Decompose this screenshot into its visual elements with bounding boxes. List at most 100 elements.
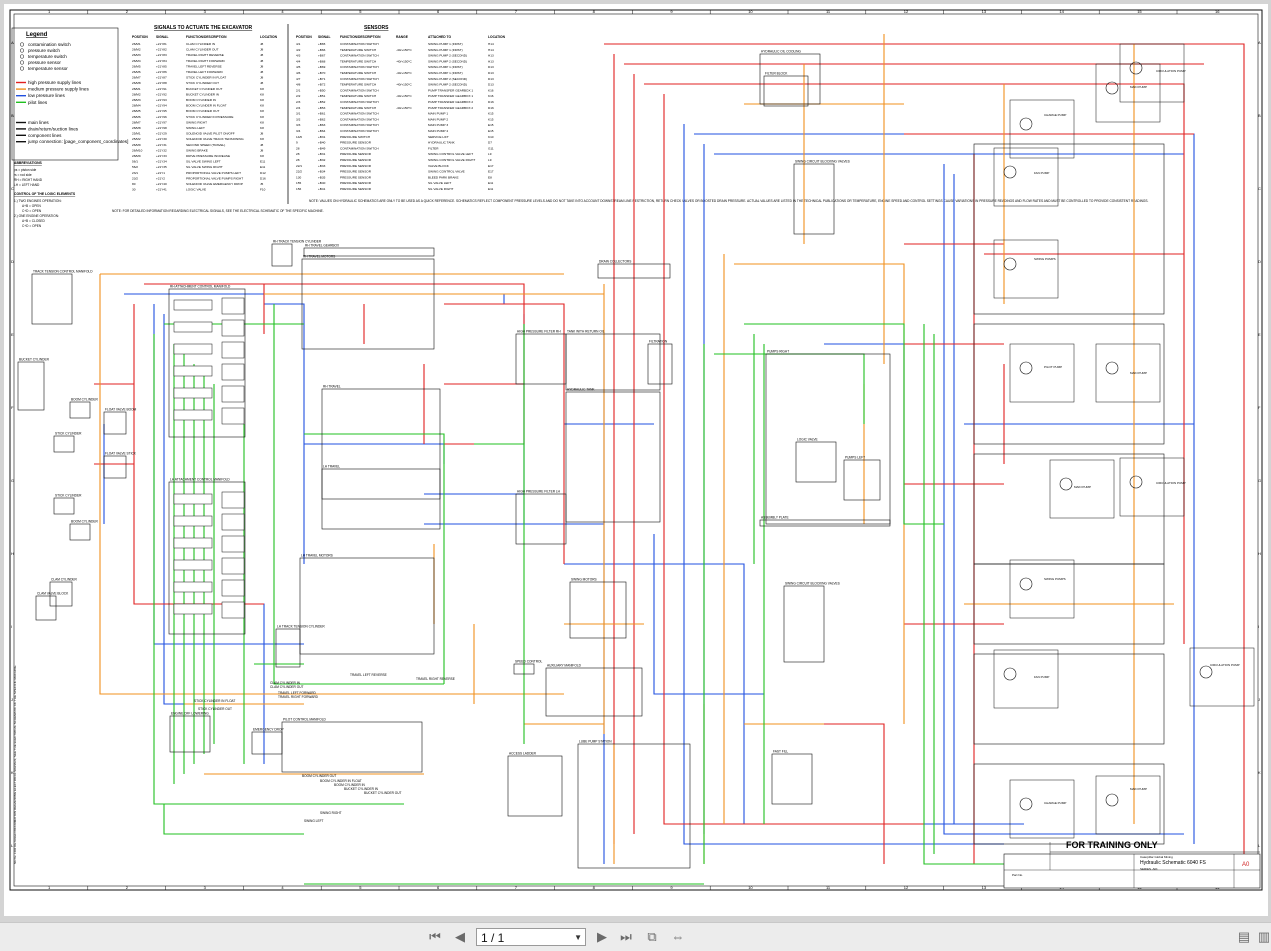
row-letter: J bbox=[1258, 697, 1260, 702]
sensors-cell: -40/+150°C bbox=[396, 94, 413, 98]
signals-cell: D16 bbox=[260, 176, 266, 180]
sensors-cell: TEMPERATURE SWITCH bbox=[340, 48, 376, 52]
sensors-cell: D16 bbox=[488, 100, 494, 104]
pump-frame bbox=[973, 563, 1165, 645]
signals-cell: 56/1 bbox=[132, 160, 138, 164]
previous-page-icon[interactable]: ◀ bbox=[455, 929, 465, 944]
fit-width-icon[interactable]: ⇔ bbox=[671, 929, 685, 944]
sensors-cell: SIL VALVE RIGHT bbox=[428, 187, 453, 191]
valve-body bbox=[221, 407, 245, 425]
signals-cell: J8 bbox=[260, 70, 264, 74]
sensors-cell: 4/5 bbox=[296, 65, 301, 69]
signals-cell: +21Y82 bbox=[156, 48, 167, 52]
sensors-cell: 156 bbox=[296, 187, 301, 191]
column-number: 4 bbox=[281, 885, 284, 890]
sensors-cell: +B62 bbox=[318, 117, 326, 121]
sensors-cell: -40/+150°C bbox=[396, 83, 413, 87]
row-letter: L bbox=[1258, 843, 1261, 848]
component-label: BOOM CYLINDER bbox=[71, 520, 98, 524]
single-page-view-icon[interactable]: ▤ bbox=[1237, 929, 1251, 944]
sensors-cell: H14 bbox=[488, 42, 494, 46]
valve-spool bbox=[173, 493, 213, 505]
column-number: 7 bbox=[515, 885, 518, 890]
sensors-cell: D13 bbox=[488, 83, 494, 87]
signals-cell: +21Y91 bbox=[156, 87, 167, 91]
sensors-cell: SWING PUMP 2 (SECOND) bbox=[428, 54, 467, 58]
logic-title: CONTROL OF THE LOGIC ELEMENTS bbox=[14, 192, 76, 196]
component-charge-pump: CHARGE PUMP bbox=[1009, 99, 1075, 159]
row-letter: B bbox=[1258, 113, 1261, 118]
signals-cell: J8 bbox=[260, 81, 264, 85]
legend-line-label: drain/return/suction lines bbox=[28, 126, 79, 131]
logic-item: A+B = CLOSED bbox=[22, 219, 46, 223]
signals-cell: TRAVEL RIGHT FORWARD bbox=[186, 59, 226, 63]
component-stick-cylinder: STICK CYLINDER bbox=[53, 432, 82, 453]
signals-cell: 26/M3 bbox=[132, 53, 141, 57]
last-page-icon[interactable]: ⏭ bbox=[620, 929, 632, 944]
legend-line-label: pilot lines bbox=[28, 100, 48, 105]
signals-cell: +21Y81 bbox=[156, 42, 167, 46]
signals-cell: 26/M8 bbox=[132, 81, 141, 85]
sensors-cell: K10 bbox=[488, 135, 494, 139]
component-pilot-pump: PILOT PUMP bbox=[1009, 343, 1075, 403]
component-label: ASSEMBLY PLATE bbox=[761, 516, 789, 520]
sensors-cell: CONTAMINATION SWITCH bbox=[340, 88, 379, 92]
component-label: LOGIC VALVE bbox=[797, 438, 818, 442]
sensors-cell: SIL VALVE LEFT bbox=[428, 181, 451, 185]
signals-cell: 25/M1 bbox=[132, 132, 141, 136]
next-page-icon[interactable]: ▶ bbox=[597, 929, 607, 944]
component-boom-cylinder: BOOM CYLINDER bbox=[69, 520, 98, 541]
component-pump-right: PUMPS RIGHT bbox=[765, 350, 891, 525]
valve-body bbox=[221, 363, 245, 381]
sensors-cell: CONTAMINATION SWITCH bbox=[340, 123, 379, 127]
component-label: CLAM CYLINDER bbox=[51, 578, 78, 582]
sensors-cell: +B31 bbox=[318, 135, 326, 139]
sensors-cell: +B32 bbox=[318, 158, 326, 162]
component-hydraulic-tank: HYDRAULIC TANK bbox=[565, 388, 661, 523]
signals-cell: E11 bbox=[260, 160, 266, 164]
signals-cell: 26/M2 bbox=[132, 48, 141, 52]
sensors-cell: +B52 bbox=[318, 100, 326, 104]
signals-cell: J8 bbox=[260, 42, 264, 46]
valve-body bbox=[221, 385, 245, 403]
legend-line-label: jump connection: [page_component_coordin… bbox=[27, 139, 128, 144]
signals-cell: BUCKET CYLINDER IN bbox=[186, 92, 219, 96]
sensors-cell: D13 bbox=[488, 65, 494, 69]
component-stick-cylinder: STICK CYLINDER bbox=[53, 494, 82, 515]
sensors-cell: PRESSURE SENSOR bbox=[340, 158, 372, 162]
pilot-line-label: TRAVEL RIGHT FORWARD bbox=[278, 695, 319, 699]
two-page-view-icon[interactable]: ▥ bbox=[1257, 929, 1271, 944]
signals-cell: K8 bbox=[260, 98, 264, 102]
component-label: FLOAT VALVE BOOM bbox=[105, 408, 137, 412]
symbol-icon bbox=[19, 48, 25, 53]
signals-cell: 26/M9 bbox=[132, 143, 141, 147]
row-letter: K bbox=[1258, 770, 1261, 775]
valve-body bbox=[221, 513, 245, 531]
pilot-line-label: STICK CYLINDER IN FLOAT bbox=[194, 699, 235, 703]
sensors-cell: PUMP TRANSFER GEARBOX 1 bbox=[428, 88, 473, 92]
fit-page-icon[interactable]: ⧉ bbox=[647, 929, 657, 944]
pilot-line-label: TRAVEL RIGHT REVERSE bbox=[416, 677, 455, 681]
pilot-line-label: CLAM CYLINDER IN bbox=[270, 681, 301, 685]
row-letter: A bbox=[11, 40, 14, 45]
signals-cell: J8 bbox=[260, 132, 264, 136]
sensors-cell: PUMP TRANSFER GEARBOX 2 bbox=[428, 106, 473, 110]
first-page-icon[interactable]: ⏮ bbox=[429, 929, 441, 944]
component-label: STICK CYLINDER bbox=[55, 494, 82, 498]
signals-cell: 26/M10 bbox=[132, 148, 143, 152]
pump-frame bbox=[973, 653, 1165, 745]
column-number: 1 bbox=[48, 9, 51, 14]
component-label: FAST FILL bbox=[773, 750, 788, 754]
pilot-line-label: SWING LEFT bbox=[304, 819, 324, 823]
component-pilot-manifold: PILOT CONTROL MANIFOLD bbox=[281, 718, 423, 773]
valve-body bbox=[221, 297, 245, 315]
sensors-cell: +B64 bbox=[318, 129, 326, 133]
page-selector[interactable]: 1 / 1 ▼ bbox=[476, 928, 586, 946]
